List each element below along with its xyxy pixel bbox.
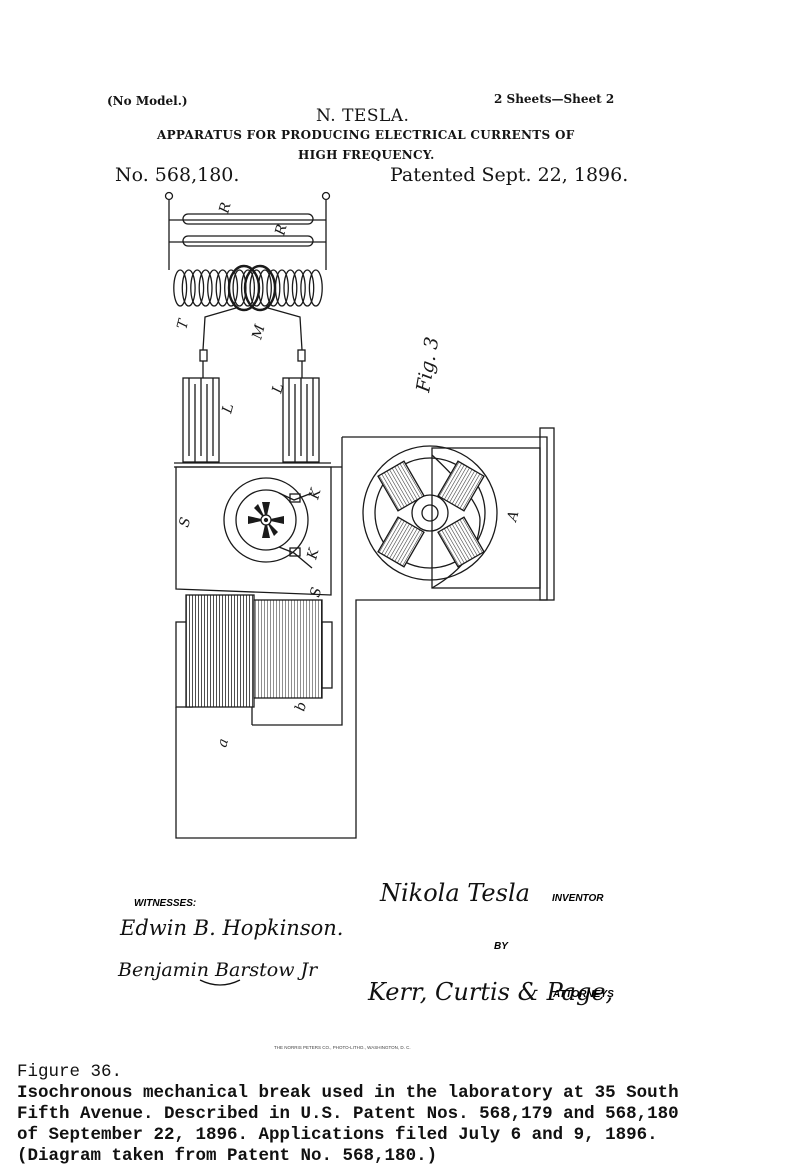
- coil-turn: [224, 269, 239, 307]
- synchronous-motor-a: [362, 427, 555, 601]
- figure-caption: Figure 36. Isochronous mechanical break …: [17, 1062, 797, 1167]
- inventor-label: INVENTOR: [552, 893, 604, 904]
- printer-note: THE NORRIS PETERS CO., PHOTO-LITHO., WAS…: [274, 1045, 411, 1050]
- tube-r-top: [169, 213, 326, 225]
- coil-turn: [266, 269, 281, 307]
- inventor-name: N. TESLA.: [316, 106, 410, 126]
- condenser-l-right: [282, 377, 320, 463]
- label-l-right: L: [269, 382, 287, 396]
- witness-signature-1: Edwin B. Hopkinson.: [119, 916, 343, 940]
- attorney-signature: Kerr, Curtis & Page,: [367, 978, 613, 1006]
- break-rotor-star: [248, 502, 284, 538]
- model-note: (No Model.): [107, 94, 188, 108]
- condenser-l-left: [182, 377, 220, 463]
- break-disc-outer: [223, 477, 309, 563]
- label-k-upper: K: [306, 485, 325, 502]
- circuit-wire: [175, 436, 548, 839]
- caption-text: Isochronous mechanical break used in the…: [17, 1083, 679, 1166]
- sheet-number: 2 Sheets—Sheet 2: [494, 92, 615, 106]
- coil-turn: [190, 269, 205, 307]
- coil-turn: [181, 269, 196, 307]
- label-k-lower: K: [304, 545, 323, 562]
- patent-title-line-2: HIGH FREQUENCY.: [298, 148, 435, 162]
- terminal-right: [321, 191, 331, 201]
- attorneys-label: ATTORNEYS: [553, 989, 614, 1000]
- brush-k-lower: [278, 546, 313, 569]
- tube-r-bottom: [169, 235, 326, 247]
- coil-turn: [283, 269, 298, 307]
- label-r-top: R: [216, 200, 235, 216]
- inventor-signature: Nikola Tesla: [379, 879, 530, 907]
- patent-date: Patented Sept. 22, 1896.: [390, 164, 629, 186]
- coil-turn: [300, 269, 315, 307]
- caption-label: Figure 36.: [17, 1062, 123, 1082]
- coil-turn: [291, 269, 306, 307]
- by-label: BY: [494, 941, 508, 952]
- coil-a: [185, 594, 255, 708]
- terminal-left: [164, 191, 174, 201]
- label-b-coil: b: [292, 700, 310, 713]
- patent-number: No. 568,180.: [115, 164, 240, 186]
- primary-coil-m-loop-2: [243, 264, 277, 312]
- core-end-right: [321, 621, 333, 689]
- witnesses-label: WITNESSES:: [134, 898, 197, 909]
- label-s-lower: S: [307, 586, 325, 599]
- label-a-coil: a: [214, 737, 232, 749]
- coil-b: [253, 599, 323, 699]
- coil-turn: [207, 269, 222, 307]
- coil-turn: [198, 269, 213, 307]
- label-m: M: [249, 322, 269, 342]
- label-s-upper: S: [176, 516, 194, 529]
- frame-s: [175, 466, 332, 596]
- figure-label: Fig. 3: [412, 335, 443, 395]
- label-l-left: L: [219, 402, 237, 416]
- brush-k-upper: [278, 492, 313, 501]
- coil-turn: [249, 269, 264, 307]
- label-r-bottom: R: [272, 222, 291, 238]
- coil-turn: [240, 269, 256, 307]
- primary-coil-m-loop-1: [227, 264, 261, 312]
- coil-turn: [308, 269, 323, 307]
- patent-title-line-1: APPARATUS FOR PRODUCING ELECTRICAL CURRE…: [157, 128, 575, 142]
- witness-signature-2: Benjamin Barstow Jr: [117, 959, 319, 981]
- coil-turn: [173, 269, 188, 307]
- label-a-motor: A: [504, 509, 523, 525]
- label-t: T: [174, 316, 192, 331]
